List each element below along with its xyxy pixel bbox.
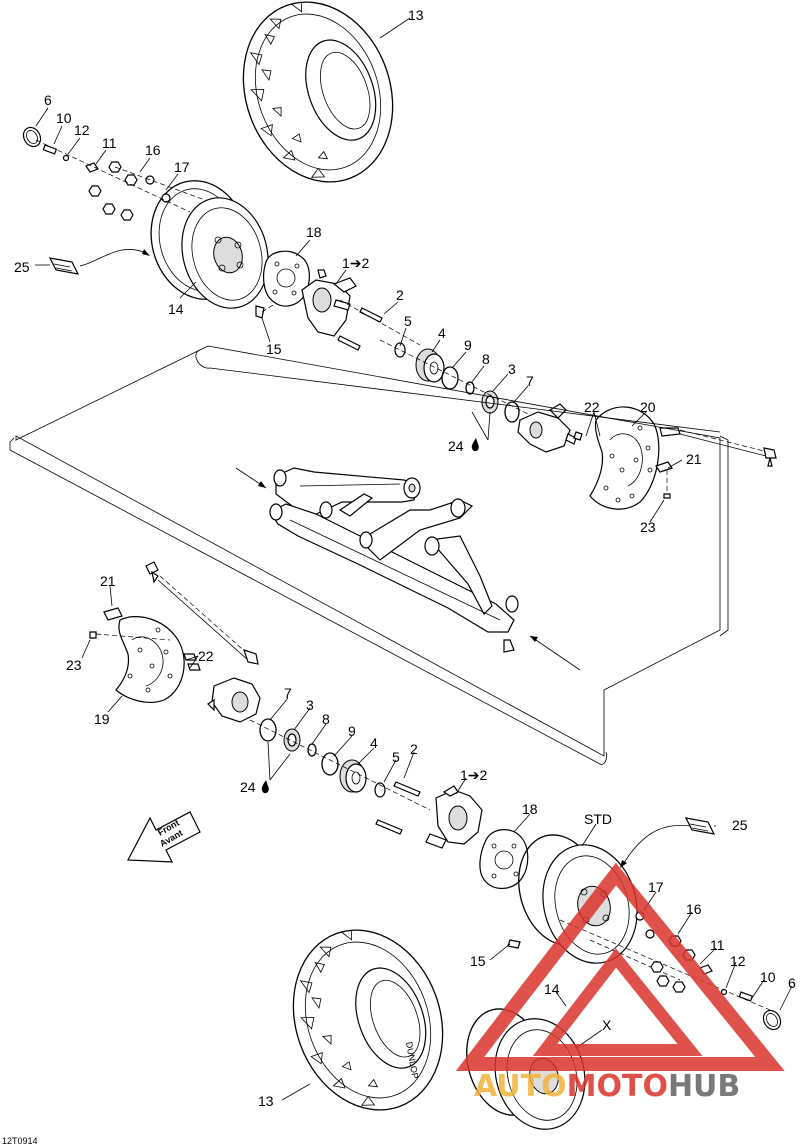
callout-14: 14 (168, 301, 184, 317)
bottom-tie-rod (145, 561, 259, 665)
bottom-knuckle (425, 785, 483, 849)
callout-6: 6 (788, 975, 796, 991)
callout-5: 5 (392, 749, 400, 765)
callout-8: 8 (482, 351, 490, 367)
callout-x: X (602, 1017, 612, 1033)
tag-top (48, 249, 150, 275)
callout-10: 10 (760, 969, 776, 985)
callout-20: 20 (640, 399, 656, 415)
watermark-auto: AUTO (474, 1069, 567, 1104)
callout-15: 15 (470, 953, 486, 969)
grease-drop-icon (471, 438, 479, 452)
top-rim (150, 180, 269, 309)
callout-3: 3 (508, 361, 516, 377)
grease-drop-icon (261, 780, 269, 794)
watermark-hub: HUB (668, 1069, 740, 1104)
callout-15: 15 (266, 341, 282, 357)
bottom-bolts (375, 781, 421, 835)
bottom-gasket (479, 829, 529, 889)
callout-23: 23 (66, 657, 82, 673)
tag-bottom (620, 817, 716, 868)
callout-14: 14 (544, 981, 560, 997)
callout-16: 16 (686, 901, 702, 917)
callout-9: 9 (464, 337, 472, 353)
bottom-bracket (89, 607, 201, 671)
callout-12: 12 (74, 122, 90, 138)
top-bolts (337, 299, 421, 351)
callout-9: 9 (348, 723, 356, 739)
callout-18: 18 (522, 801, 538, 817)
callout-2: 2 (396, 287, 404, 303)
callout-labels: 13 6 10 12 11 16 17 25 14 18 1➔2 2 15 5 … (14, 7, 796, 1109)
front-direction-arrow-icon: Front Avant (127, 811, 201, 863)
bottom-bearing-stack (249, 718, 431, 811)
callout-1-2: 1➔2 (460, 767, 488, 783)
top-knuckle (301, 269, 357, 337)
callout-17: 17 (648, 879, 664, 895)
top-tie-rod (659, 427, 777, 467)
callout-4: 4 (370, 735, 378, 751)
callout-4: 4 (438, 325, 446, 341)
callout-19: 19 (94, 711, 110, 727)
top-hub-carrier (517, 403, 583, 453)
top-tire (242, 1, 394, 183)
callout-8: 8 (322, 711, 330, 727)
callout-3: 3 (306, 697, 314, 713)
callout-25: 25 (732, 817, 748, 833)
callout-22: 22 (584, 399, 600, 415)
callout-7: 7 (284, 685, 292, 701)
bottom-hub-carrier (207, 677, 261, 723)
callout-7: 7 (526, 373, 534, 389)
callout-5: 5 (404, 313, 412, 329)
callout-24: 24 (448, 438, 464, 454)
callout-1-2: 1➔2 (342, 255, 370, 271)
callout-25: 25 (14, 259, 30, 275)
top-bracket (655, 461, 673, 499)
callout-21: 21 (100, 573, 116, 589)
watermark-moto: MOTO (567, 1069, 668, 1104)
leader-lines (35, 17, 793, 1101)
callout-10: 10 (56, 110, 72, 126)
top-gasket (263, 250, 310, 307)
watermark-text: AUTOMOTOHUB (474, 1069, 740, 1104)
box-arrows (235, 467, 581, 671)
bottom-tire: DUNLOP (292, 929, 444, 1111)
callout-13: 13 (258, 1093, 274, 1109)
callout-24: 24 (240, 779, 256, 795)
callout-21: 21 (686, 451, 702, 467)
callout-2: 2 (410, 741, 418, 757)
a-arm-outline-box (9, 345, 729, 765)
bottom-valve (507, 939, 521, 949)
callout-16: 16 (145, 142, 161, 158)
callout-23: 23 (640, 519, 656, 535)
lower-a-arm (269, 498, 519, 653)
top-hub-hardware (22, 126, 206, 221)
top-bearing-stack (379, 339, 561, 431)
callout-22: 22 (198, 648, 214, 664)
callout-18: 18 (306, 224, 322, 240)
callout-std: STD (584, 811, 612, 827)
callout-11: 11 (102, 135, 117, 151)
bottom-brake-disc (115, 616, 185, 703)
callout-17: 17 (174, 159, 190, 175)
callout-13: 13 (408, 7, 424, 23)
upper-a-arm (273, 467, 421, 517)
callout-11: 11 (710, 937, 725, 953)
automotohub-triangle-logo (455, 862, 785, 1071)
callout-12: 12 (730, 953, 746, 969)
callout-6: 6 (44, 92, 52, 108)
figure-code: 12T0914 (2, 1136, 38, 1146)
top-brake-disc (589, 406, 660, 510)
